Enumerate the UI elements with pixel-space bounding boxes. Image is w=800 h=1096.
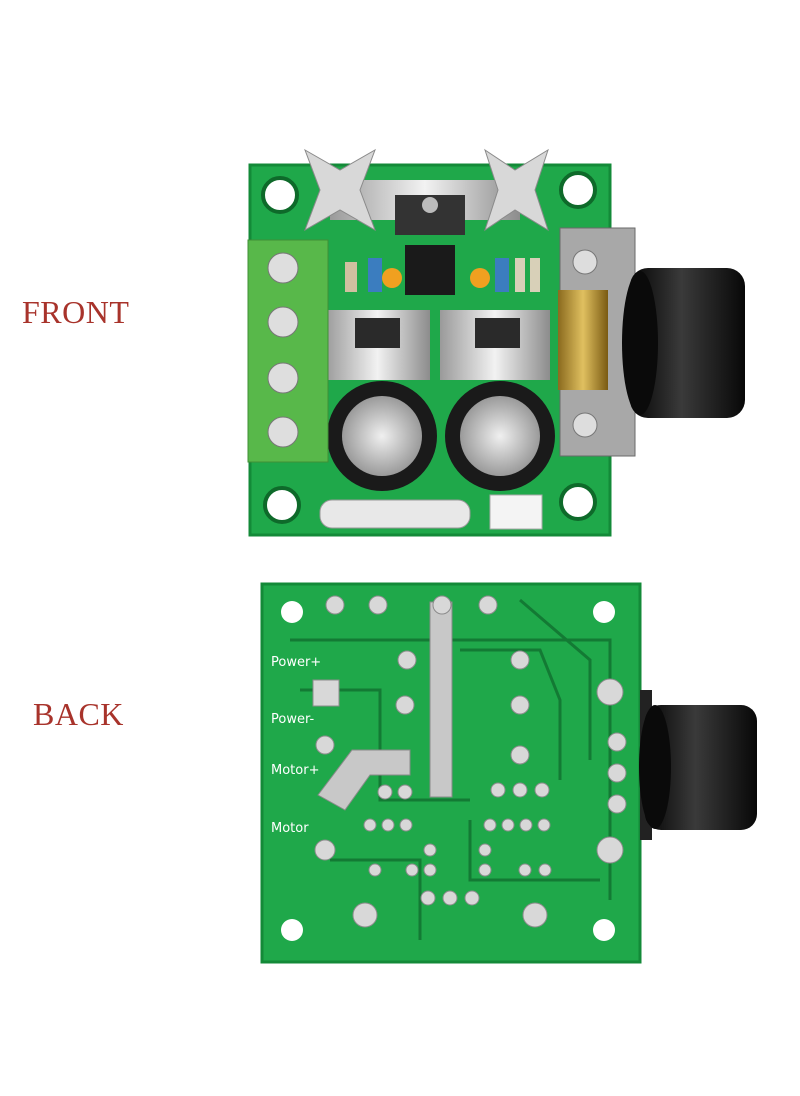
connector — [489, 494, 543, 530]
silk-power-minus: Power- — [271, 712, 314, 727]
front-board — [247, 148, 745, 537]
components-row — [345, 245, 540, 295]
lower-heatsinks — [325, 310, 550, 380]
mounting-holes-back — [281, 601, 615, 941]
ic-chip — [405, 245, 455, 295]
front-label: FRONT — [22, 294, 130, 330]
silk-power-plus: Power+ — [271, 655, 321, 670]
terminal-block — [247, 239, 329, 463]
silk-motor-minus: Motor — [271, 821, 309, 836]
knob-back — [639, 690, 757, 840]
back-label: BACK — [33, 696, 124, 732]
fuse — [319, 499, 471, 529]
capacitors — [327, 381, 555, 491]
mounting-holes-front — [261, 171, 597, 524]
silk-motor-plus: Motor+ — [271, 763, 319, 778]
square-pad — [312, 679, 340, 707]
solder-pads — [314, 595, 627, 928]
pcb-traces — [290, 598, 612, 940]
knob-front — [622, 268, 745, 418]
solder-traces — [317, 601, 453, 811]
back-board: Power+ Power- Motor+ Motor — [260, 582, 757, 964]
top-heatsink — [304, 148, 549, 235]
